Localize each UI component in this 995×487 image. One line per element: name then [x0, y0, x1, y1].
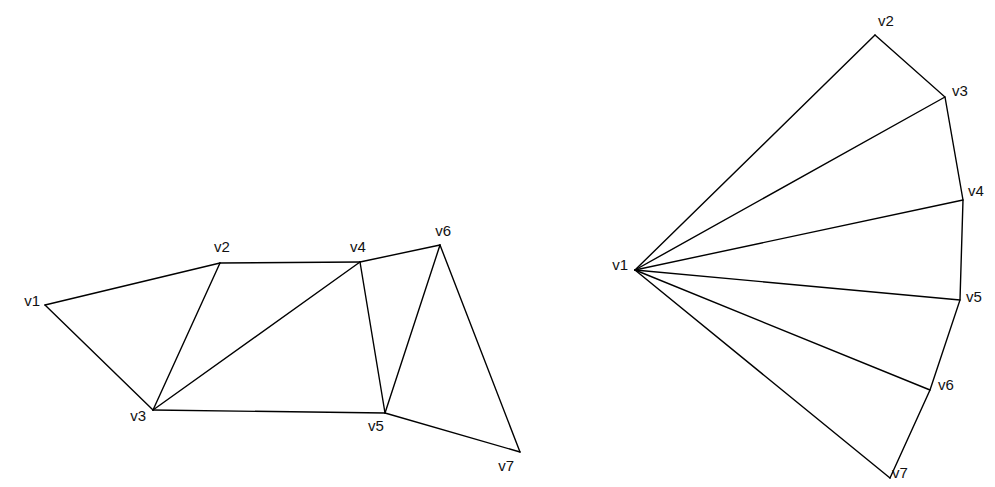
vertex-label: v2 [214, 239, 230, 254]
vertex-label: v2 [878, 13, 894, 28]
vertex-label: v3 [130, 408, 146, 423]
vertex-label: v1 [24, 293, 40, 308]
vertex-label: v7 [498, 458, 514, 473]
vertex-label: v1 [612, 257, 628, 272]
vertex-label: v6 [435, 223, 451, 238]
vertex-label: v4 [350, 239, 366, 254]
triangle-fan [635, 35, 963, 478]
vertex-label: v5 [966, 289, 982, 304]
vertex-label: v4 [968, 183, 984, 198]
vertex-label: v5 [368, 418, 384, 433]
vertex-label: v3 [952, 83, 968, 98]
vertex-label: v7 [892, 465, 908, 480]
vertex-label: v6 [938, 377, 954, 392]
triangle-strip [45, 245, 520, 452]
